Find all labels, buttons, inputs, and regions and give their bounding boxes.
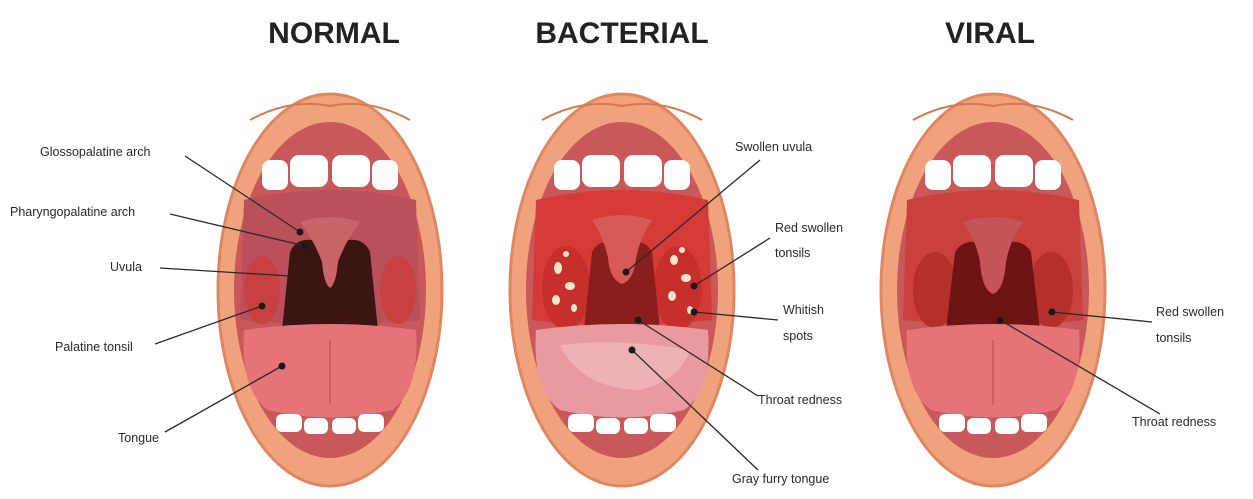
tonsil-right-normal: [380, 256, 416, 324]
label-palatine-tonsil: Palatine tonsil: [55, 340, 133, 354]
label-glossopalatine-arch: Glossopalatine arch: [40, 145, 151, 159]
title-bacterial: BACTERIAL: [535, 17, 708, 50]
marker-pharyngopalatine-arch: [302, 243, 309, 250]
label-whitish-spots-line2: spots: [783, 329, 813, 343]
label-uvula: Uvula: [110, 260, 142, 274]
title-normal: NORMAL: [268, 17, 400, 50]
mouth-bacterial: [510, 94, 734, 486]
marker-whitish-spots: [691, 309, 698, 316]
marker-tongue: [279, 363, 286, 370]
label-red-swollen-tonsils-viral-line2: tonsils: [1156, 331, 1191, 345]
marker-gray-furry-tongue: [629, 347, 636, 354]
label-red-swollen-tonsils-line2: tonsils: [775, 246, 810, 260]
label-throat-redness-viral: Throat redness: [1132, 415, 1216, 429]
label-throat-redness-bacterial: Throat redness: [758, 393, 842, 407]
marker-glossopalatine-arch: [297, 229, 304, 236]
marker-swollen-uvula: [623, 269, 630, 276]
label-red-swollen-tonsils-viral-line1: Red swollen: [1156, 305, 1224, 319]
label-red-swollen-tonsils-line1: Red swollen: [775, 221, 843, 235]
tonsil-left-normal: [244, 256, 280, 324]
label-swollen-uvula: Swollen uvula: [735, 140, 812, 154]
label-whitish-spots-line1: Whitish: [783, 303, 824, 317]
marker-red-swollen-tonsils-viral: [1049, 309, 1056, 316]
marker-throat-redness-viral: [997, 317, 1004, 324]
mouth-viral: [881, 94, 1105, 486]
mouth-normal: [218, 94, 442, 486]
marker-red-swollen-tonsils-bacterial: [691, 283, 698, 290]
label-pharyngopalatine-arch: Pharyngopalatine arch: [10, 205, 135, 219]
marker-palatine-tonsil: [259, 303, 266, 310]
label-tongue: Tongue: [118, 431, 159, 445]
label-gray-furry-tongue: Gray furry tongue: [732, 472, 829, 486]
title-viral: VIRAL: [945, 17, 1035, 50]
marker-throat-redness-bacterial: [635, 317, 642, 324]
